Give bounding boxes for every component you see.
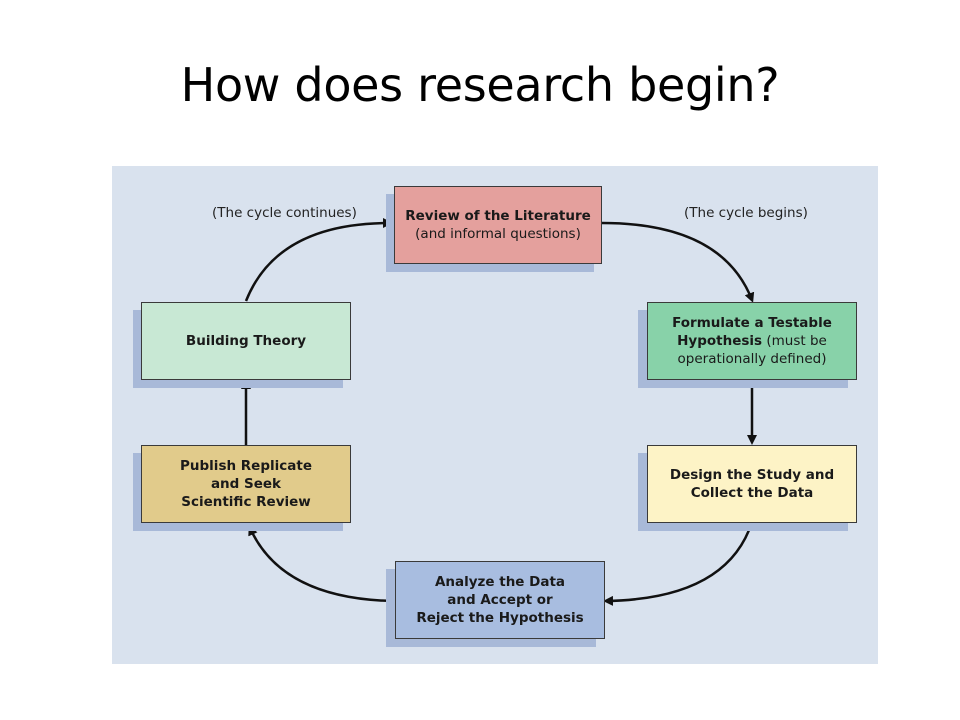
- arrow-analyze-to-publish: [248, 525, 395, 603]
- cycle-arrows: [241, 218, 757, 606]
- review-literature-box: Review of the Literature (and informal q…: [394, 186, 602, 264]
- analyze-data-box: Analyze the Data and Accept or Reject th…: [395, 561, 605, 639]
- formulate-hypothesis-box: Formulate a Testable Hypothesis (must be…: [647, 302, 857, 380]
- arrow-design-to-analyze: [603, 521, 754, 606]
- cycle-begins-note: (The cycle begins): [684, 205, 808, 221]
- building-theory-box: Building Theory: [141, 302, 351, 380]
- design-study-box: Design the Study and Collect the Data: [647, 445, 857, 523]
- publish-replicate-box: Publish Replicate and Seek Scientific Re…: [141, 445, 351, 523]
- cycle-continues-note: (The cycle continues): [212, 205, 357, 221]
- research-cycle-diagram: (The cycle begins) (The cycle continues)…: [112, 166, 878, 664]
- arrow-review-to-formulate: [601, 221, 755, 303]
- slide-title: How does research begin?: [180, 58, 780, 112]
- arrow-theory-to-review: [244, 218, 393, 302]
